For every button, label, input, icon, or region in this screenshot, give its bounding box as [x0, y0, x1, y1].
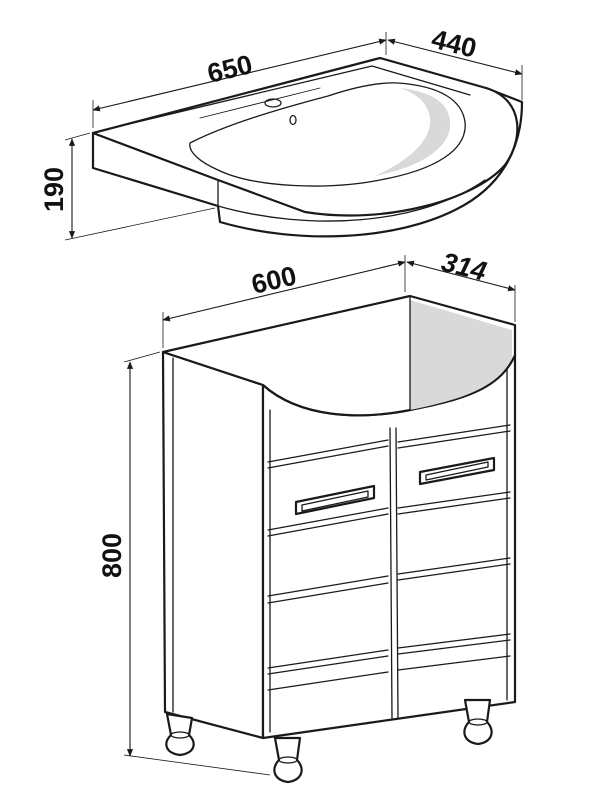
right-handle	[418, 456, 496, 486]
label-800: 800	[97, 533, 127, 578]
left-handle	[294, 484, 376, 516]
basin-bowl-shadow	[375, 88, 451, 176]
right-door-top	[397, 424, 511, 443]
door-split	[389, 427, 393, 719]
basin-top-surface	[91, 56, 519, 217]
label-190: 190	[39, 167, 69, 212]
label-600: 600	[249, 260, 300, 299]
leg-back-left	[165, 712, 195, 757]
washbasin	[91, 56, 524, 238]
cabinet-inner-shadow	[410, 300, 512, 410]
dim-cabinet-height: 800	[97, 351, 271, 776]
leg-front-left	[273, 736, 303, 784]
dim-basin-height: 190	[39, 132, 216, 241]
label-650: 650	[204, 49, 255, 89]
vanity-cabinet	[161, 294, 517, 784]
label-440: 440	[429, 24, 480, 64]
leg-front-right	[463, 698, 493, 746]
cabinet-side-panel	[161, 350, 265, 740]
left-door-top	[267, 439, 389, 463]
overflow-hole	[289, 114, 297, 126]
label-314: 314	[439, 247, 490, 287]
